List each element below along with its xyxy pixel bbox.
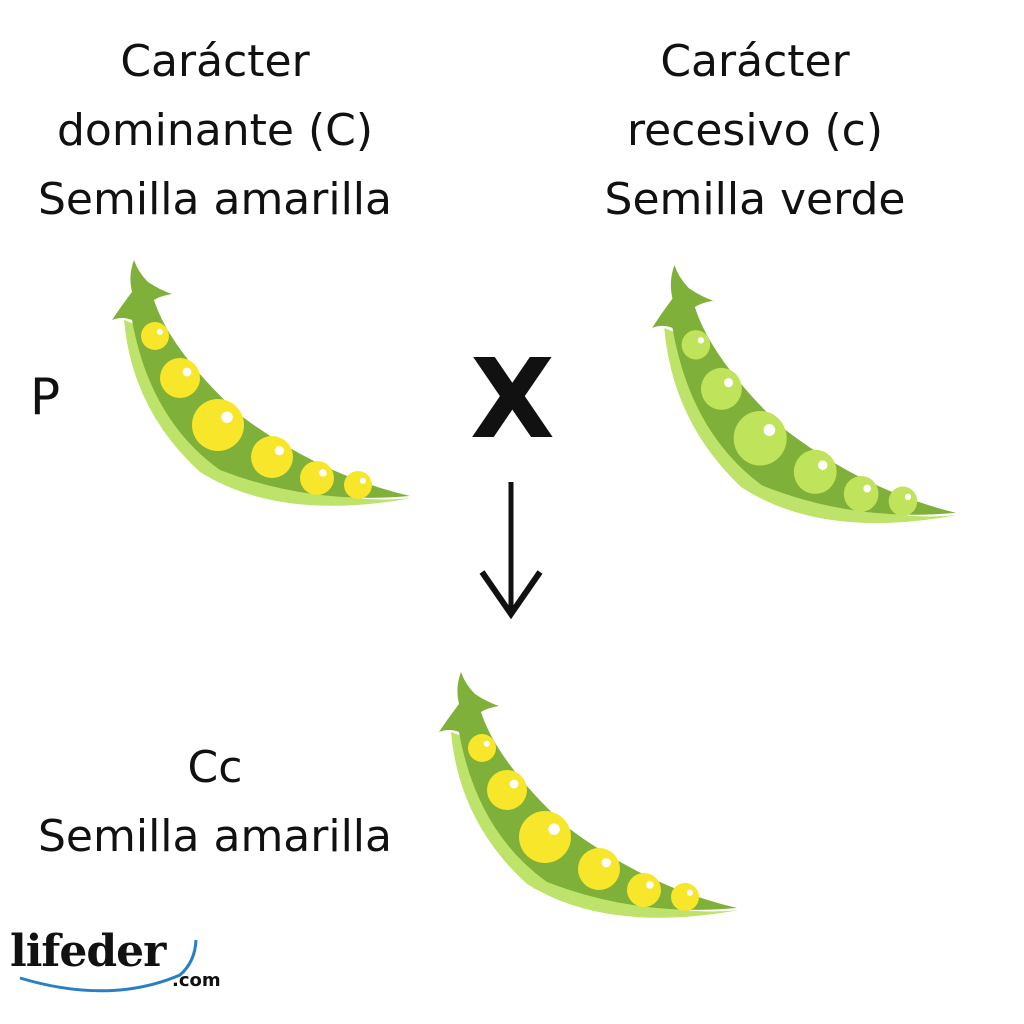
pea <box>701 367 742 410</box>
pea-highlight <box>863 484 872 493</box>
pea-highlight <box>483 740 490 747</box>
green-pea-pod-parent <box>652 265 959 524</box>
pea-highlight <box>182 367 192 377</box>
down-arrow-icon <box>479 482 543 620</box>
pea-highlight <box>274 446 284 456</box>
recessive-line1: Carácter <box>660 36 850 87</box>
pea-highlight <box>646 881 654 889</box>
lifeder-logo: lifeder <box>10 926 166 977</box>
pea-highlight <box>818 460 828 471</box>
generation-label: P <box>30 368 61 426</box>
pea <box>578 848 620 890</box>
yellow-pea-pod-offspring <box>439 672 739 918</box>
logo-swoosh <box>19 939 198 993</box>
pea-highlight <box>359 477 366 484</box>
pea <box>160 358 200 398</box>
pea <box>627 873 661 907</box>
dominant-line1: Carácter <box>120 36 310 87</box>
pea-highlight <box>904 493 912 501</box>
offspring-label: Cc Semilla amarilla <box>10 733 420 871</box>
pea <box>468 734 496 762</box>
pea-highlight <box>319 469 327 477</box>
recessive-trait-label: Carácter recesivo (c) Semilla verde <box>550 27 960 234</box>
dominant-trait-label: Carácter dominante (C) Semilla amarilla <box>10 27 420 234</box>
pea <box>733 410 787 466</box>
dominant-line2: dominante (C) <box>56 105 374 156</box>
pea <box>192 399 244 451</box>
pea <box>681 330 711 360</box>
pea <box>888 486 918 516</box>
pea-highlight <box>724 377 734 388</box>
pea-highlight <box>509 779 519 789</box>
yellow-pea-pod-parent <box>112 260 412 506</box>
pea <box>671 883 699 911</box>
pea <box>344 471 372 499</box>
pea-highlight <box>697 337 705 344</box>
pea-highlight <box>763 424 776 437</box>
recessive-line2: recesivo (c) <box>626 105 884 156</box>
pea <box>519 811 571 863</box>
pea <box>251 436 293 478</box>
pea <box>300 461 334 495</box>
recessive-line3: Semilla verde <box>604 174 906 225</box>
offspring-phenotype: Semilla amarilla <box>38 811 392 862</box>
pea-highlight <box>548 823 560 835</box>
pea-highlight <box>686 889 693 896</box>
pea-highlight <box>221 411 233 423</box>
cross-symbol: X <box>470 335 555 463</box>
pea-highlight <box>156 328 163 335</box>
pea <box>487 770 527 810</box>
pea-highlight <box>601 858 611 868</box>
lifeder-logo-suffix: .com <box>172 970 221 991</box>
pea <box>141 322 169 350</box>
pea <box>793 449 837 494</box>
offspring-genotype: Cc <box>187 742 243 793</box>
dominant-line3: Semilla amarilla <box>38 174 392 225</box>
pea <box>843 476 879 512</box>
